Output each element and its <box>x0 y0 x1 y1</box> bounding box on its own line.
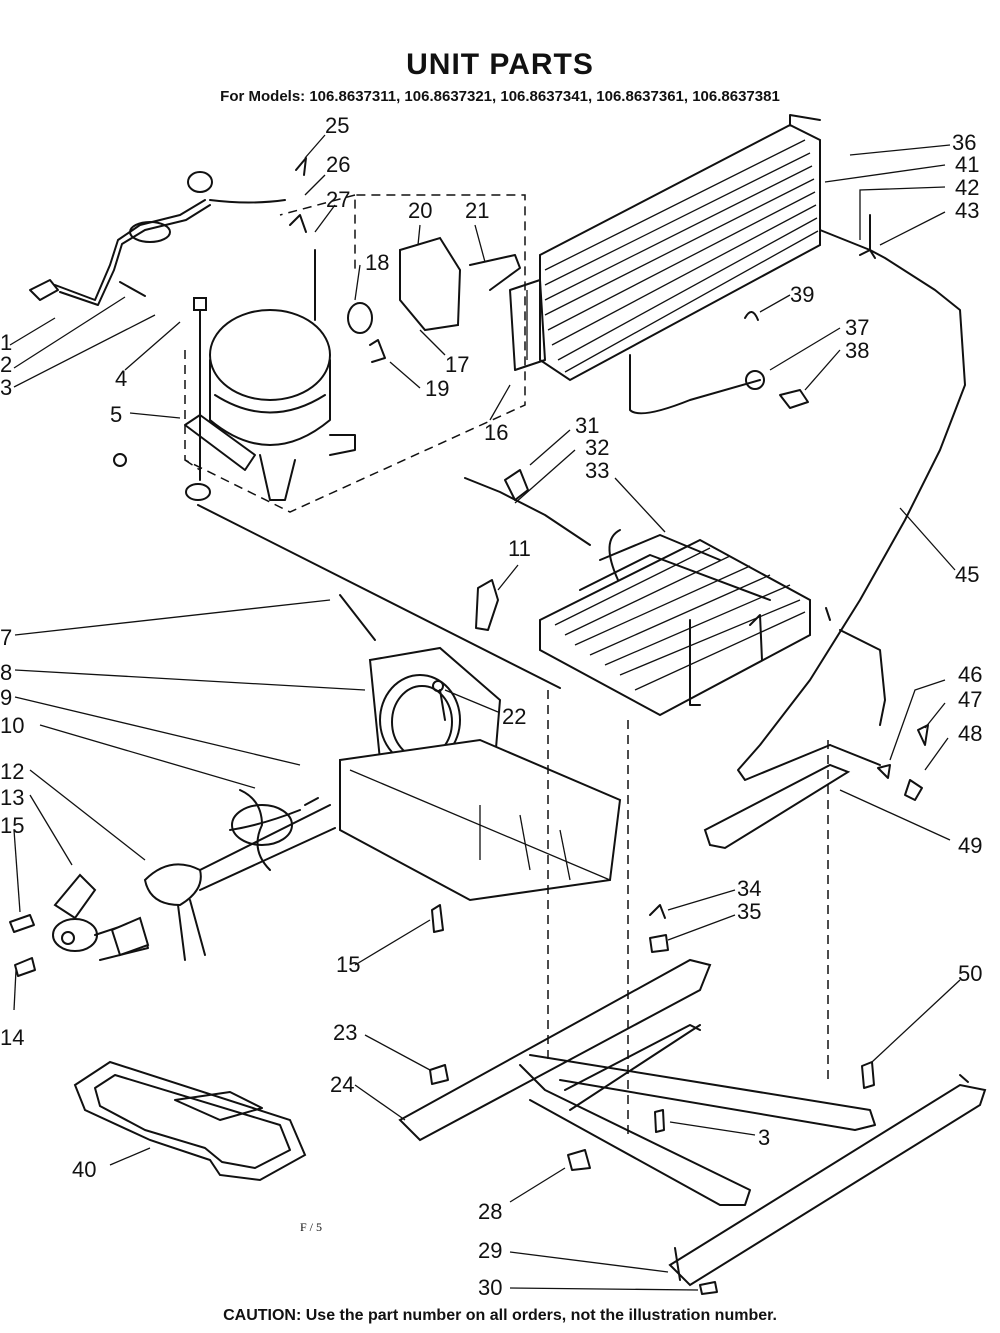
drain-pan <box>73 1060 307 1182</box>
callout-15a: 15 <box>0 813 24 838</box>
callout-18: 18 <box>365 250 389 275</box>
callout-21: 21 <box>465 198 489 223</box>
callout-42: 42 <box>955 175 979 200</box>
condenser-coil <box>509 114 876 382</box>
callout-40: 40 <box>72 1157 96 1182</box>
drawing-code: F / 5 <box>300 1220 323 1234</box>
page-title: UNIT PARTS <box>406 48 594 81</box>
callout-39: 39 <box>790 282 814 307</box>
callout-17: 17 <box>445 352 469 377</box>
caution-note: CAUTION: Use the part number on all orde… <box>223 1307 777 1324</box>
callout-5: 5 <box>110 402 122 427</box>
callout-46: 46 <box>958 662 982 687</box>
callout-11: 11 <box>508 536 531 561</box>
callout-24: 24 <box>330 1072 354 1097</box>
callout-32: 32 <box>585 435 609 460</box>
callout-14: 14 <box>0 1025 24 1050</box>
callout-1: 1 <box>0 330 12 355</box>
mounting-plate <box>339 738 622 902</box>
callout-13: 13 <box>0 785 24 810</box>
drier-and-tubing <box>629 214 966 781</box>
base-frame <box>398 958 987 1295</box>
callout-20: 20 <box>408 198 432 223</box>
evaporator <box>539 529 811 717</box>
callout-37: 37 <box>845 315 869 340</box>
callout-49: 49 <box>958 833 982 858</box>
callout-3: 3 <box>0 375 12 400</box>
relay-cover <box>289 157 521 363</box>
callout-15b: 15 <box>336 952 360 977</box>
callout-numbers: 1 2 3 4 5 7 8 9 10 11 12 13 14 15 15 16 … <box>0 113 982 1300</box>
callout-23: 23 <box>333 1020 357 1045</box>
callout-35: 35 <box>737 899 761 924</box>
callout-9: 9 <box>0 685 12 710</box>
callout-8: 8 <box>0 660 12 685</box>
callout-33: 33 <box>585 458 609 483</box>
compressor <box>113 249 356 501</box>
callout-2: 2 <box>0 352 12 377</box>
callout-19: 19 <box>425 376 449 401</box>
motor-bracket <box>52 873 150 961</box>
callout-25: 25 <box>325 113 349 138</box>
callout-36: 36 <box>952 130 976 155</box>
callout-29: 29 <box>478 1238 502 1263</box>
callout-45: 45 <box>955 562 979 587</box>
callout-47: 47 <box>958 687 982 712</box>
callout-3b: 3 <box>758 1125 770 1150</box>
callout-10: 10 <box>0 713 24 738</box>
condenser-fan-and-motor <box>143 789 336 961</box>
callout-38: 38 <box>845 338 869 363</box>
callout-31: 31 <box>575 413 599 438</box>
models-line: For Models: 106.8637311, 106.8637321, 10… <box>220 88 780 105</box>
callout-34: 34 <box>737 876 761 901</box>
callout-22: 22 <box>502 704 526 729</box>
callout-30: 30 <box>478 1275 502 1300</box>
callout-16: 16 <box>484 420 508 445</box>
callout-27: 27 <box>326 187 350 212</box>
callout-4: 4 <box>115 366 127 391</box>
callout-48: 48 <box>958 721 982 746</box>
callout-26: 26 <box>326 152 350 177</box>
callout-12: 12 <box>0 759 24 784</box>
callout-43: 43 <box>955 198 979 223</box>
callout-28: 28 <box>478 1199 502 1224</box>
power-cord <box>29 171 286 306</box>
callout-7: 7 <box>0 625 12 650</box>
callout-50: 50 <box>958 961 982 986</box>
leader-lines <box>9 134 961 1291</box>
callout-41: 41 <box>955 152 979 177</box>
